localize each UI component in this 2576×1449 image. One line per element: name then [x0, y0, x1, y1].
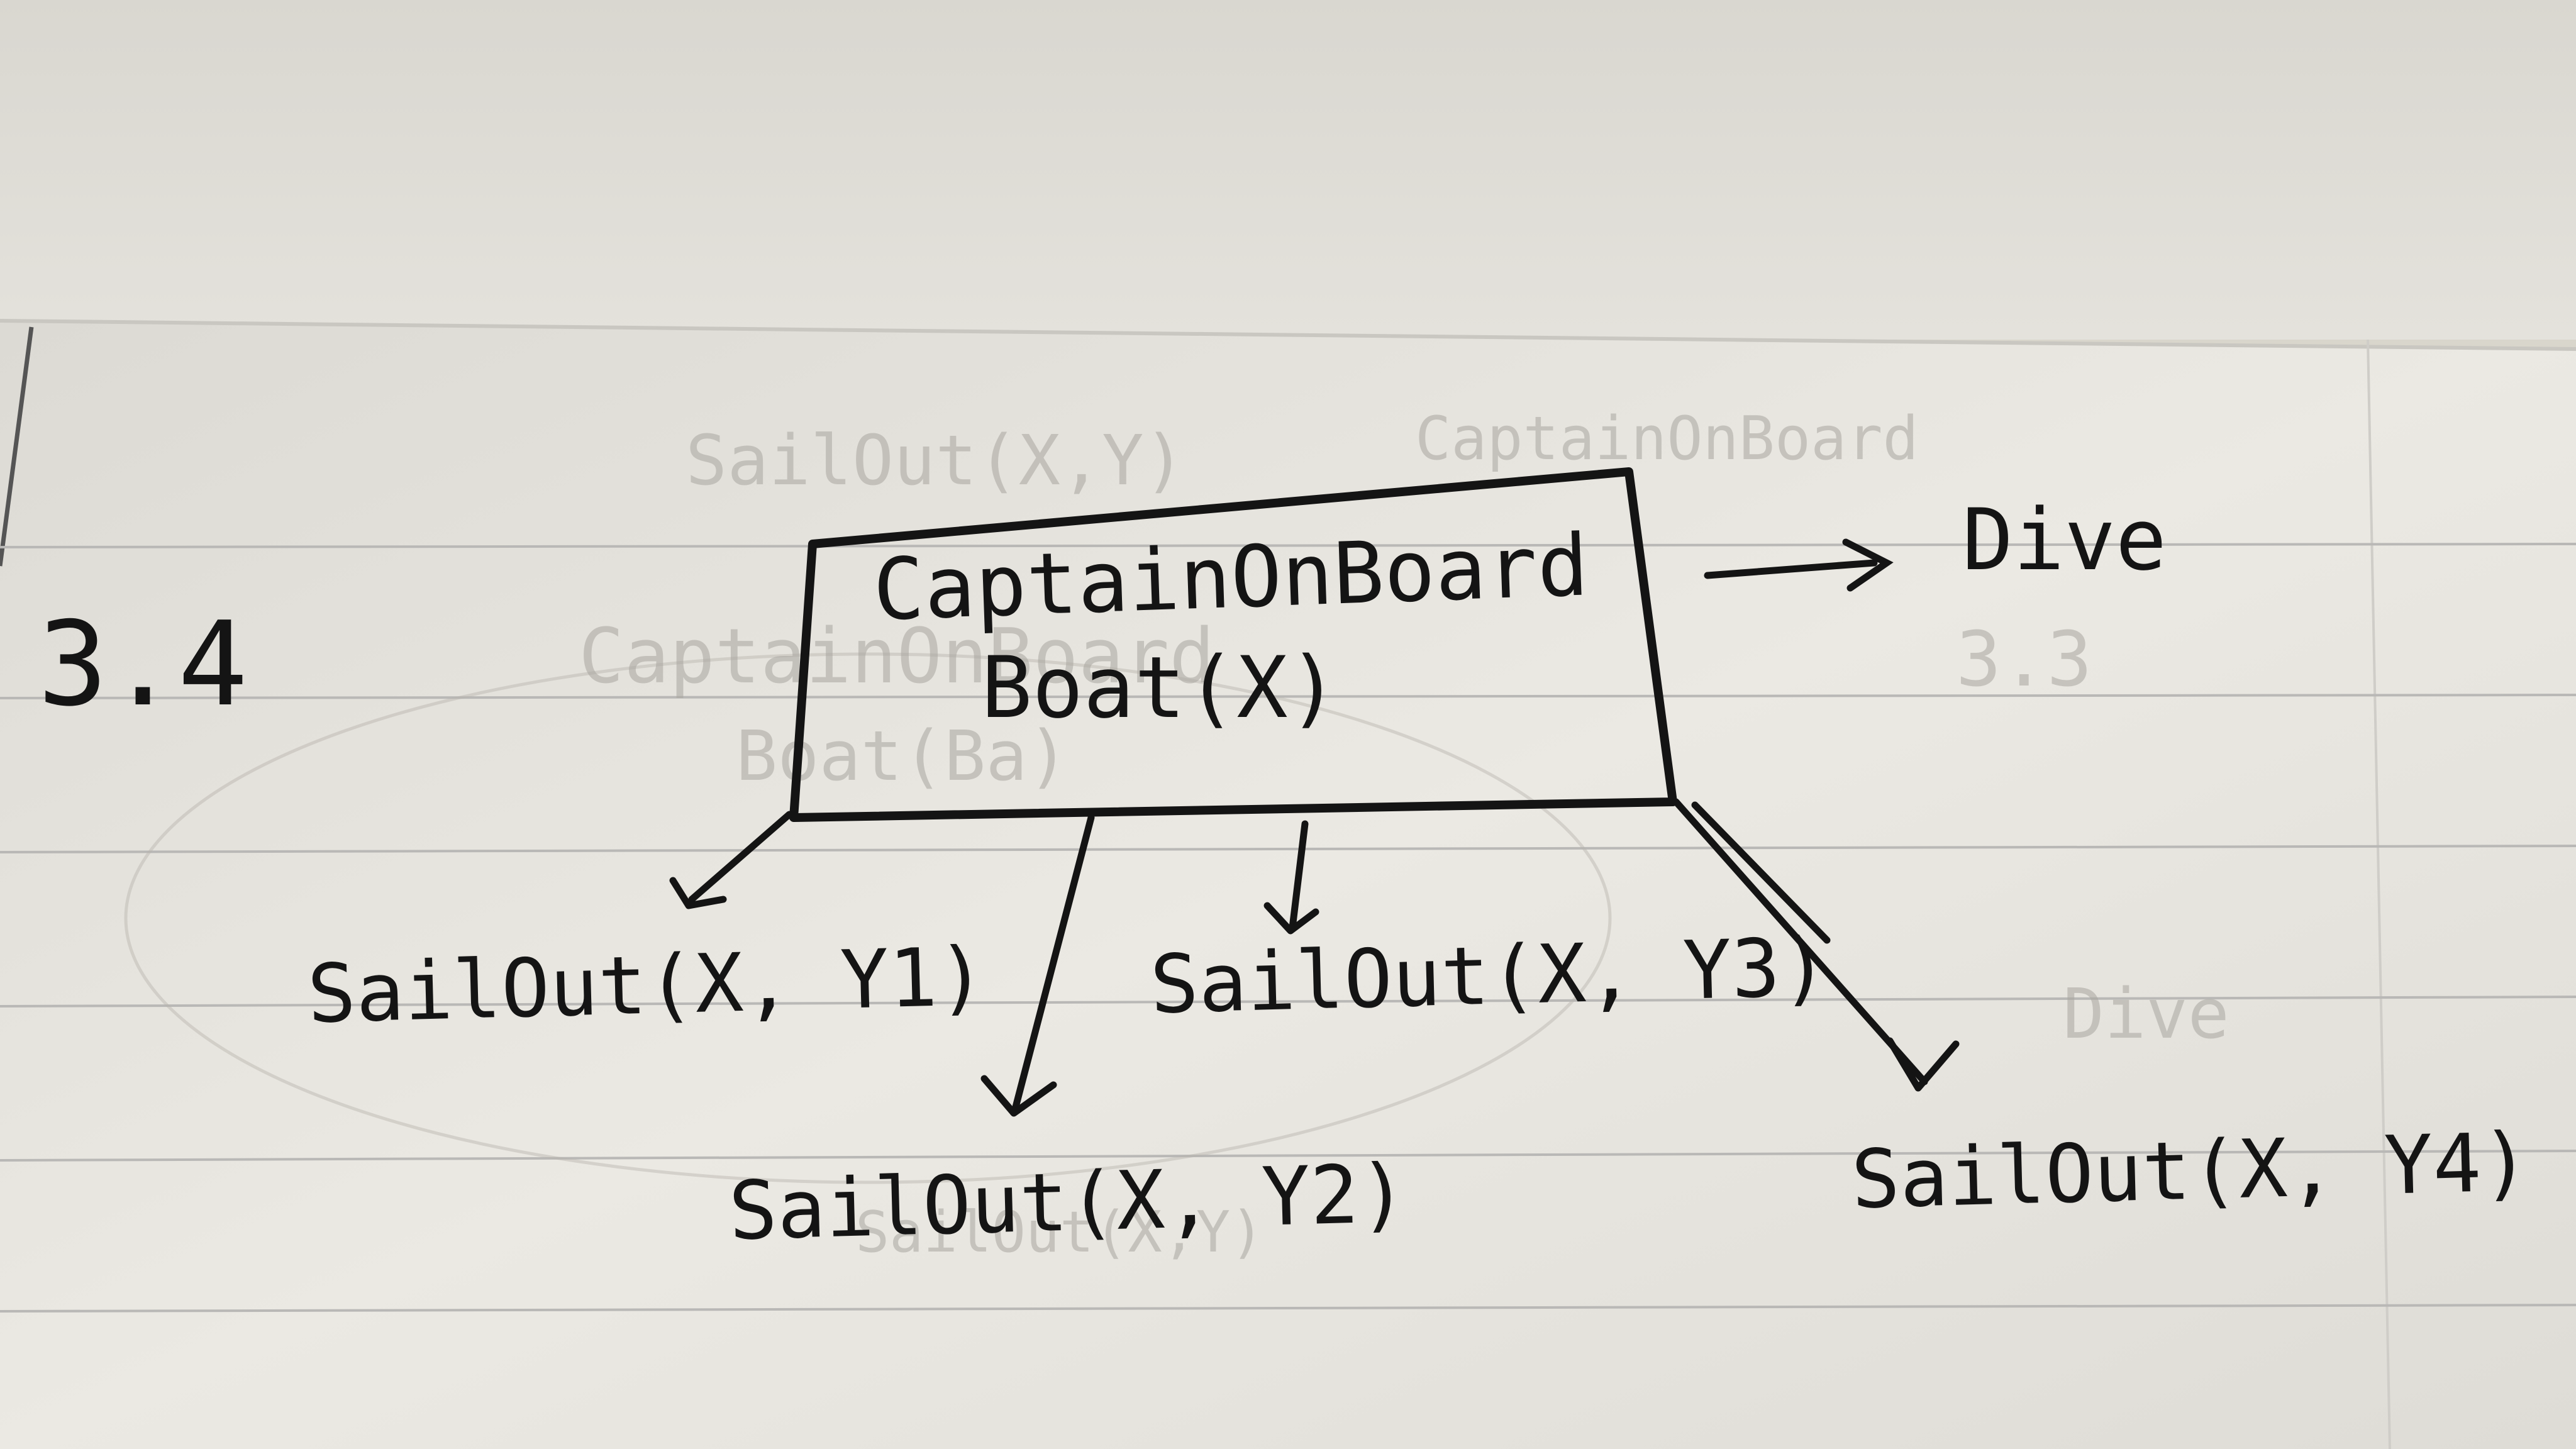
bleed-section-label: 3.3 [1956, 616, 2092, 704]
side-note: Dive [1962, 491, 2167, 589]
arrowhead-child-3 [1263, 902, 1319, 935]
arrowhead-child-2 [980, 1075, 1057, 1117]
child-node-4: SailOut(X, Y4) [1850, 1116, 2531, 1227]
rule-lines [0, 543, 2576, 1313]
arrow-child-4-retrace [1691, 801, 1831, 944]
ruled-page [0, 321, 2576, 1449]
bleed-text: CaptainOnBoard [1415, 404, 1919, 474]
arrow-child-1 [688, 811, 793, 903]
child-arrows [669, 798, 1960, 1117]
bleed-text: SailOut(X,Y) [686, 420, 1185, 501]
bleed-page-edge [2367, 339, 2391, 1449]
child-node-3: SailOut(X, Y3) [1149, 921, 1829, 1032]
margin-line [0, 326, 34, 567]
arrow-child-4 [1672, 798, 1928, 1085]
child-node-2: SailOut(X, Y2) [728, 1147, 1408, 1258]
bleed-text: SailOut(X,Y) [855, 1199, 1264, 1265]
top-page [0, 0, 2576, 340]
section-label: 3.4 [38, 596, 248, 732]
bleed-text: CaptainOnBoard [579, 613, 1214, 701]
page-edge [0, 319, 2576, 351]
dive-arrow [1704, 538, 1894, 592]
arrowhead-child-1 [669, 877, 727, 909]
root-node-subtitle: Boat(X) [981, 638, 1339, 737]
arrow-child-3 [1289, 820, 1309, 931]
bleed-through: SailOut(X,Y) CaptainOnBoard CaptainOnBoa… [124, 404, 2229, 1265]
child-node-1: SailOut(X, Y1) [306, 930, 987, 1041]
bleed-text: Boat(Ba) [736, 716, 1069, 796]
arrowhead-child-4 [1886, 1037, 1960, 1092]
arrow-child-2 [1012, 814, 1095, 1111]
bleed-text: Dive [2063, 974, 2229, 1054]
